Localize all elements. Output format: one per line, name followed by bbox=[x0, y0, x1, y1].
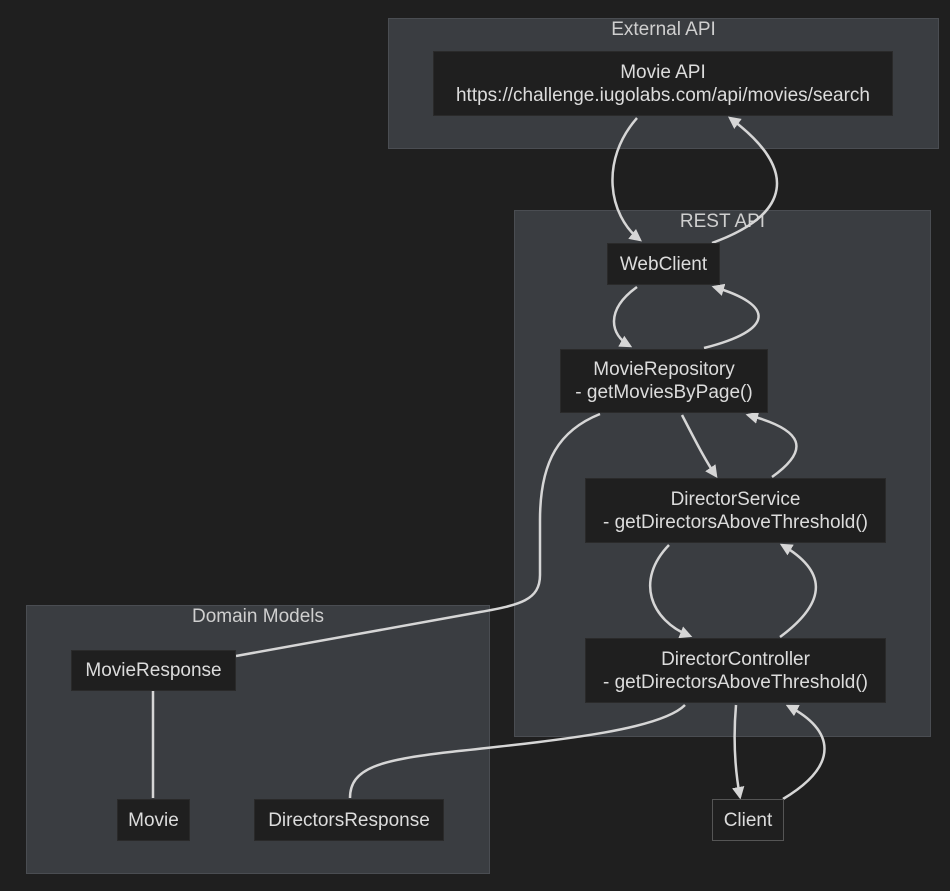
node-movie-repository-title: MovieRepository bbox=[593, 359, 735, 380]
cluster-title-rest-api: REST API bbox=[679, 211, 766, 232]
node-client-label: Client bbox=[723, 809, 773, 831]
cluster-title-domain-models: Domain Models bbox=[192, 606, 324, 627]
node-director-service[interactable]: DirectorService - getDirectorsAboveThres… bbox=[585, 478, 886, 543]
node-director-controller-title: DirectorController bbox=[661, 648, 810, 670]
node-directors-response[interactable]: DirectorsResponse bbox=[254, 799, 444, 841]
node-movie-response-label: MovieResponse bbox=[85, 660, 222, 681]
node-movie-api-title: Movie API bbox=[620, 61, 706, 83]
node-directors-response-label: DirectorsResponse bbox=[268, 809, 430, 831]
node-director-controller-method: - getDirectorsAboveThreshold() bbox=[602, 671, 869, 693]
node-movie-repository-method: - getMoviesByPage() bbox=[575, 382, 753, 403]
node-movie-label: Movie bbox=[128, 809, 179, 831]
node-movie[interactable]: Movie bbox=[117, 799, 190, 841]
node-movie-response[interactable]: MovieResponse bbox=[71, 650, 236, 691]
node-webclient-label: WebClient bbox=[619, 253, 708, 275]
cluster-title-external-api: External API bbox=[611, 19, 716, 40]
node-webclient[interactable]: WebClient bbox=[607, 243, 720, 285]
node-director-service-title: DirectorService bbox=[670, 488, 801, 510]
node-movie-repository[interactable]: MovieRepository - getMoviesByPage() bbox=[560, 349, 768, 413]
node-movie-api-url: https://challenge.iugolabs.com/api/movie… bbox=[455, 84, 870, 106]
node-director-controller[interactable]: DirectorController - getDirectorsAboveTh… bbox=[585, 638, 886, 703]
node-client[interactable]: Client bbox=[712, 799, 784, 841]
node-director-service-method: - getDirectorsAboveThreshold() bbox=[602, 511, 869, 533]
node-movie-api[interactable]: Movie API https://challenge.iugolabs.com… bbox=[433, 51, 893, 116]
